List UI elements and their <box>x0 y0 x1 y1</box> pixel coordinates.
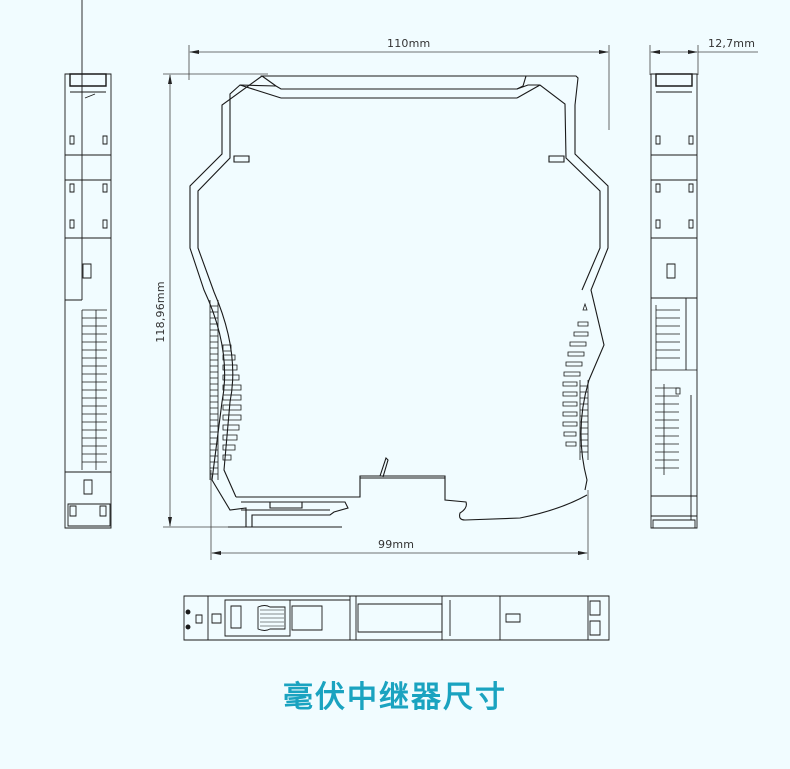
dimension-height-118-96 <box>163 74 268 527</box>
bottom-view <box>184 596 609 640</box>
front-view <box>190 76 608 527</box>
left-side-view <box>65 0 111 528</box>
vent-fins-right <box>563 304 588 460</box>
vent-fins-left <box>210 300 241 480</box>
dimension-label-base: 99mm <box>378 538 415 551</box>
dimension-width-110 <box>189 45 609 130</box>
dimension-thickness-12-7 <box>650 45 758 75</box>
drawing-caption: 毫伏中继器尺寸 <box>283 680 507 715</box>
dimension-base-99 <box>211 470 588 560</box>
dimension-label-thickness: 12,7mm <box>708 37 756 50</box>
dimension-label-height: 118,96mm <box>154 281 167 343</box>
dimension-label-width: 110mm <box>387 37 431 50</box>
right-side-view <box>651 74 697 528</box>
